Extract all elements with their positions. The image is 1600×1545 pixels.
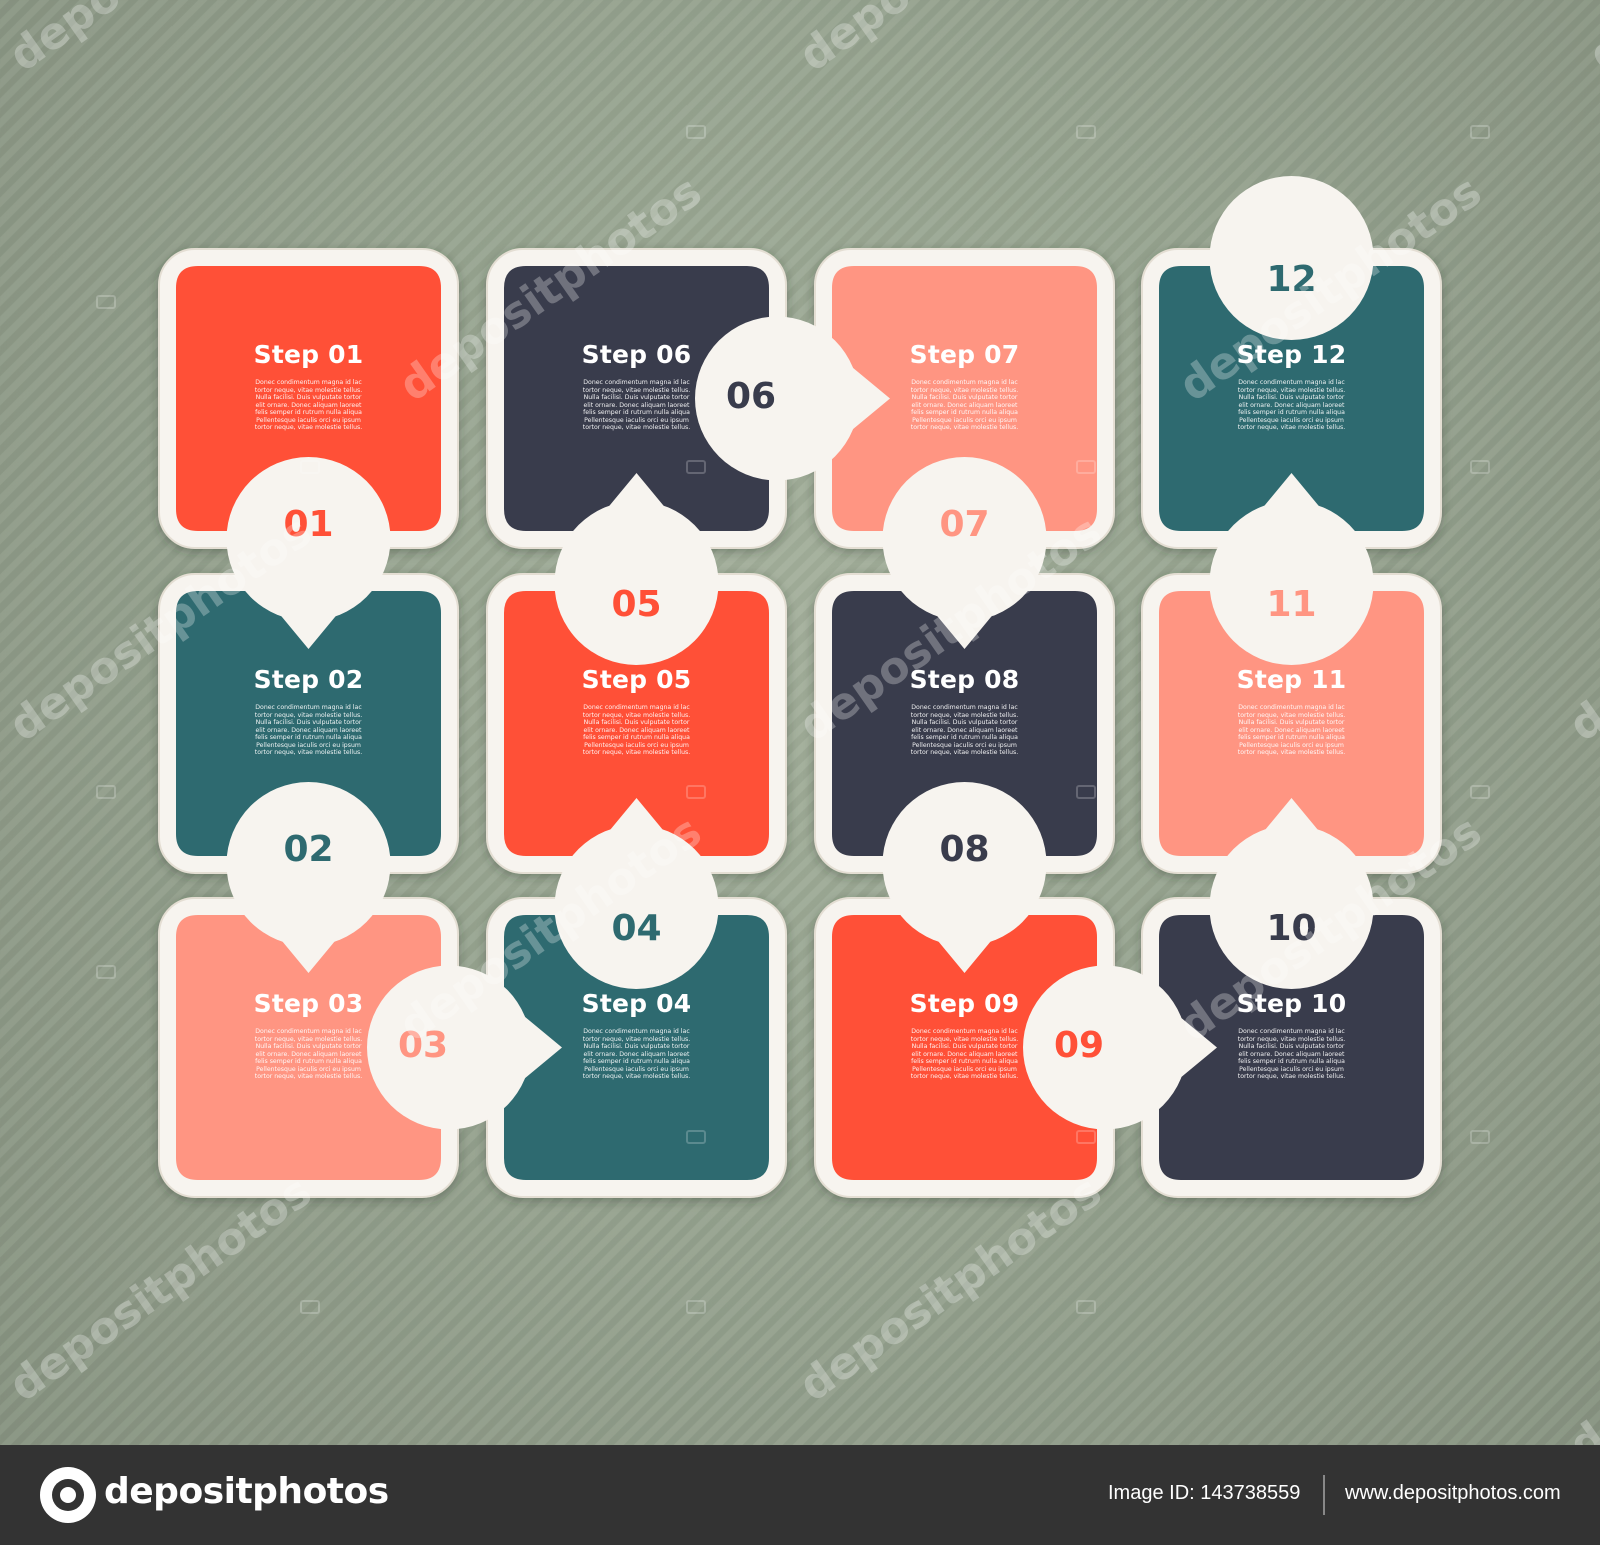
image-id-label: Image ID: 143738559 [1108,1482,1301,1504]
watermark-camera-icon [686,1300,706,1314]
watermark-camera-icon [96,965,116,979]
step-number-03: 03 [397,1024,449,1066]
step-card-03 [176,915,441,1180]
badge-circle-12 [1209,176,1374,340]
watermark-camera-icon [686,125,706,139]
step-card-12 [1159,266,1424,531]
badge-circle-08 [882,782,1047,946]
step-card-01 [176,266,441,531]
badge-circle-02 [226,782,391,946]
step-number-04: 04 [611,908,662,949]
badge-circle-11 [1209,501,1374,665]
watermark-camera-icon [300,460,320,474]
step-number-02: 02 [283,829,334,870]
watermark-camera-icon [1470,460,1490,474]
step-card-08 [832,591,1097,856]
badge-circle-07 [882,457,1047,621]
step-number-10: 10 [1266,908,1317,949]
step-diagram [158,176,1442,1198]
badge-circle-09 [1023,965,1187,1130]
watermark-camera-icon [96,295,116,309]
badge-circle-03 [367,965,531,1130]
badge-circle-05 [554,501,719,665]
footer-divider [1323,1475,1325,1515]
watermark-camera-icon [1076,460,1096,474]
watermark-camera-icon [1470,1130,1490,1144]
step-card-07 [832,266,1097,531]
step-number-09: 09 [1053,1024,1105,1066]
watermark-camera-icon [686,785,706,799]
badge-circle-06 [695,316,859,481]
watermark-camera-icon [1076,125,1096,139]
watermark-camera-icon [1076,1300,1096,1314]
watermark-camera-icon [1470,785,1490,799]
step-card-06 [504,266,769,531]
step-number-06: 06 [725,375,777,417]
watermark-camera-icon [1470,125,1490,139]
badge-circle-01 [226,457,391,621]
badge-circle-10 [1209,825,1374,989]
watermark-camera-icon [1076,785,1096,799]
watermark-camera-icon [686,460,706,474]
watermark-camera-icon [686,1130,706,1144]
watermark-camera-icon [300,1300,320,1314]
camera-logo-icon [40,1467,96,1523]
step-card-02 [176,591,441,856]
step-number-08: 08 [939,829,990,870]
step-card-04 [504,915,769,1180]
step-number-07: 07 [939,504,990,545]
footer-bar: depositphotos Image ID: 143738559 www.de… [0,1445,1600,1545]
step-number-05: 05 [611,584,662,625]
step-number-11: 11 [1266,584,1317,625]
footer-logo-text: depositphotos [104,1471,389,1512]
step-card-05 [504,591,769,856]
watermark-camera-icon [1076,1130,1096,1144]
watermark-camera-icon [96,785,116,799]
step-number-01: 01 [283,504,334,545]
step-card-09 [832,915,1097,1180]
badge-circle-04 [554,825,719,989]
step-number-12: 12 [1266,259,1317,300]
step-card-10 [1159,915,1424,1180]
site-url-link[interactable]: www.depositphotos.com [1345,1482,1561,1504]
step-card-11 [1159,591,1424,856]
